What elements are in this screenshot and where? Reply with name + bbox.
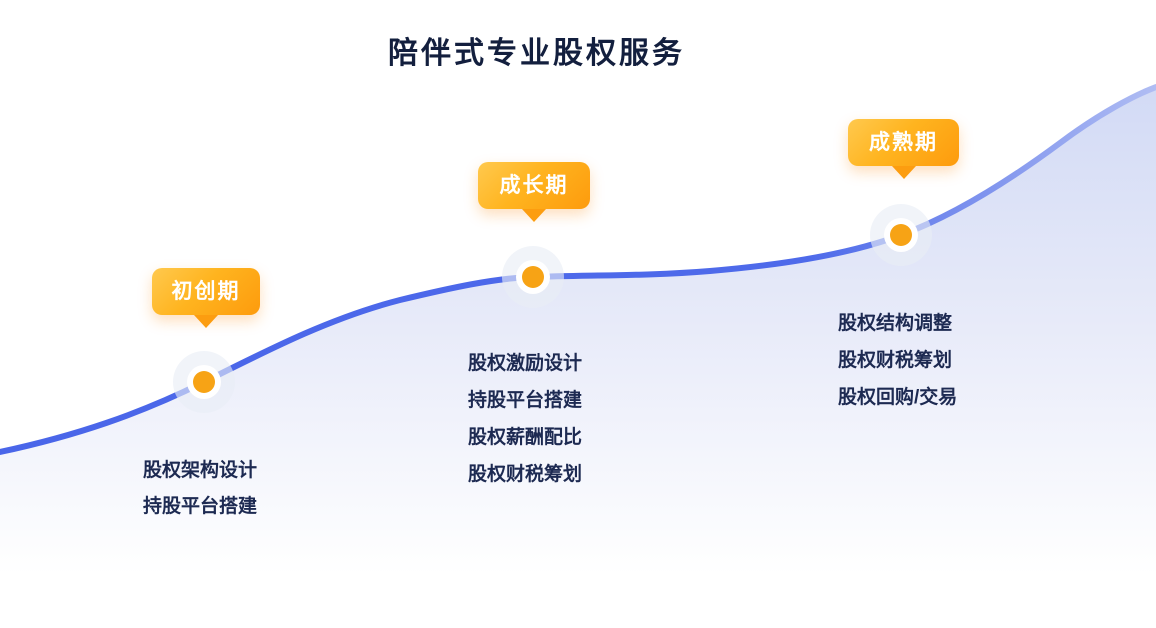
stage-marker-growth <box>502 246 564 308</box>
list-item: 持股平台搭建 <box>143 496 258 517</box>
list-item: 股权激励设计 <box>468 353 583 374</box>
marker-dot-icon <box>193 371 215 393</box>
list-item: 股权财税筹划 <box>468 464 583 485</box>
marker-dot-icon <box>522 266 544 288</box>
badge-tail-pointer <box>891 166 916 179</box>
badge-tail-pointer <box>194 315 218 328</box>
service-list-startup: 股权架构设计 持股平台搭建 <box>143 453 257 525</box>
stage-badge-label: 成长期 <box>499 174 569 197</box>
list-item: 股权架构设计 <box>143 460 258 481</box>
page-title: 陪伴式专业股权服务 <box>388 37 685 70</box>
list-item: 股权薪酬配比 <box>468 427 583 448</box>
stage-badge-label: 初创期 <box>171 280 241 303</box>
marker-dot-icon <box>890 224 912 246</box>
stage-badge-label: 成熟期 <box>869 131 938 154</box>
badge-tail-pointer <box>522 209 546 222</box>
stage-marker-startup <box>173 351 235 413</box>
stage-badge-startup: 初创期 <box>152 268 260 328</box>
stage-badge-mature: 成熟期 <box>848 119 959 179</box>
list-item: 股权财税筹划 <box>838 350 953 371</box>
service-list-growth: 股权激励设计 持股平台搭建 股权薪酬配比 股权财税筹划 <box>468 345 582 493</box>
service-list-mature: 股权结构调整 股权财税筹划 股权回购/交易 <box>838 305 957 416</box>
stage-badge-growth: 成长期 <box>478 162 590 222</box>
list-item: 持股平台搭建 <box>468 390 583 411</box>
stage-marker-mature <box>870 204 932 266</box>
list-item: 股权回购/交易 <box>838 387 958 408</box>
curve-area-fill <box>0 87 1156 628</box>
list-item: 股权结构调整 <box>838 313 953 334</box>
